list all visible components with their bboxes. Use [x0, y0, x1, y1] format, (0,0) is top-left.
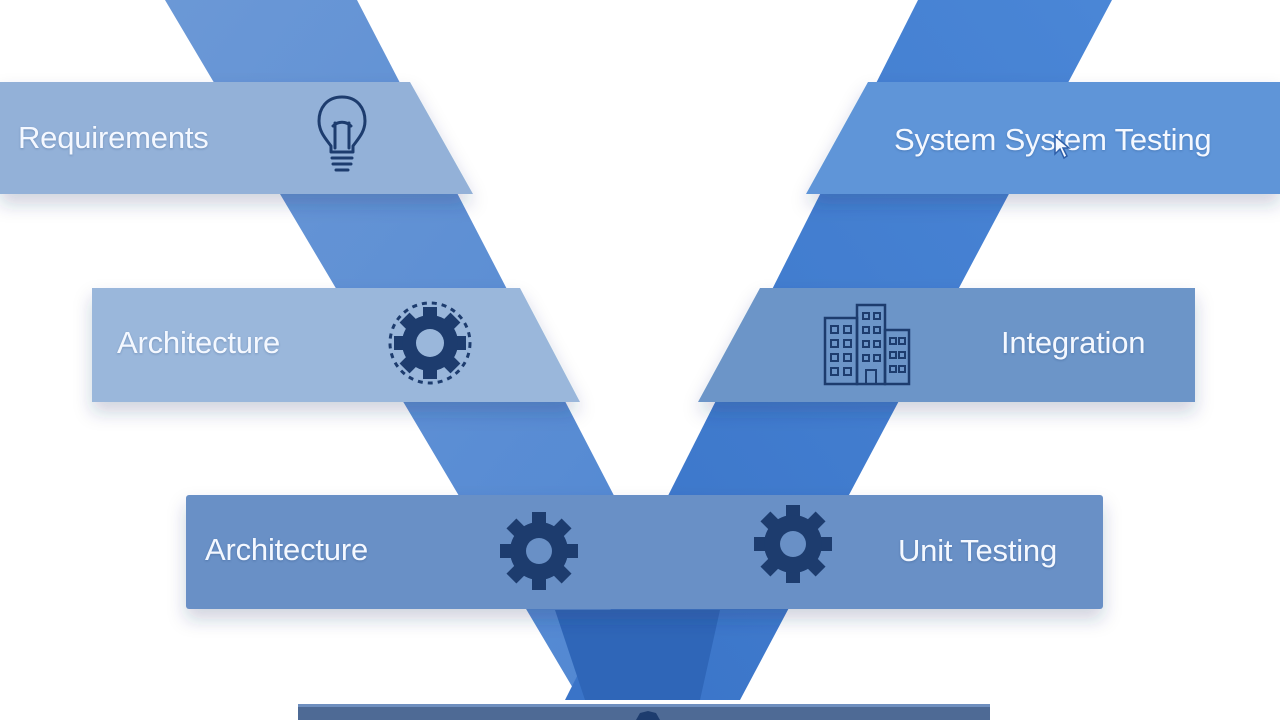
buildings-icon	[823, 303, 911, 386]
base-icon-fragment	[636, 711, 660, 720]
label-integration: Integration	[1001, 325, 1146, 360]
label-architecture-left: Architecture	[117, 325, 280, 360]
band-requirements	[0, 82, 473, 194]
band-bottom	[186, 495, 1103, 609]
gear-icon	[500, 512, 578, 590]
label-unit-testing: Unit Testing	[898, 533, 1058, 568]
label-architecture-bottom: Architecture	[205, 532, 368, 567]
label-requirements: Requirements	[18, 120, 209, 155]
gear-icon	[754, 505, 832, 583]
label-system-testing: System System Testing	[894, 122, 1212, 157]
band-base-highlight	[298, 704, 990, 707]
band-integration	[698, 288, 1195, 402]
lightbulb-icon	[317, 95, 367, 172]
v-bottom-junction	[555, 610, 720, 700]
gear-icon	[388, 301, 472, 385]
band-system-testing	[806, 82, 1280, 194]
cursor-icon	[1054, 134, 1072, 160]
